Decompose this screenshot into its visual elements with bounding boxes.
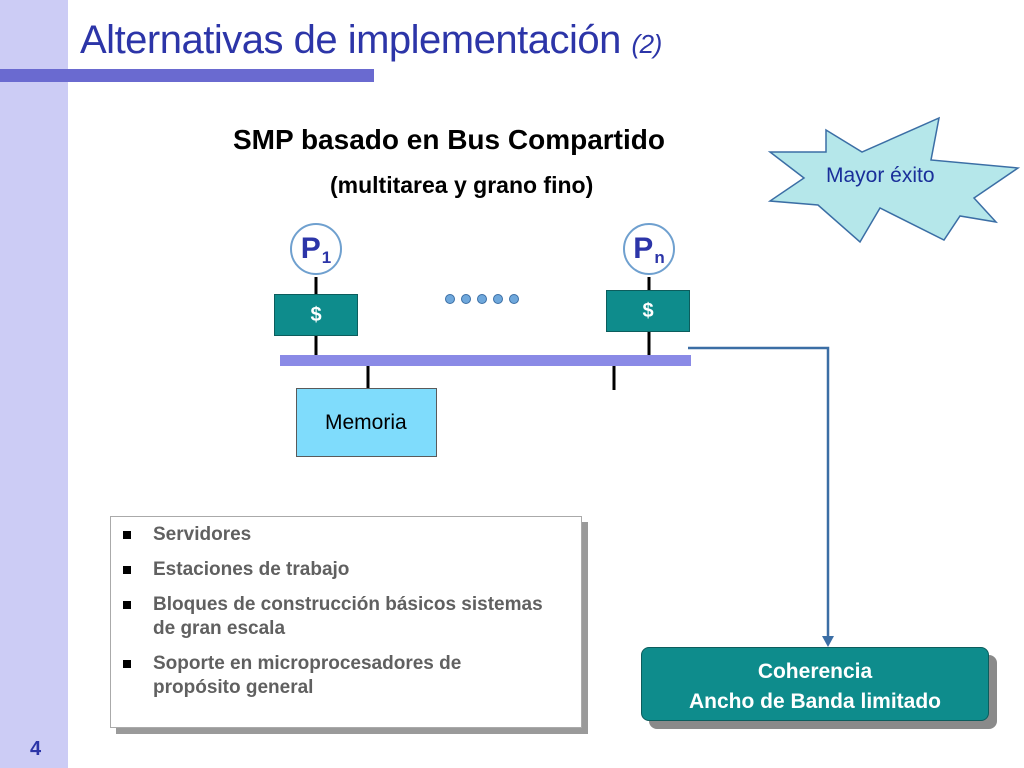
bullet-text: Soporte en microprocesadores de propósit… [153, 653, 462, 698]
ellipsis-dot [461, 294, 471, 304]
result-box: Coherencia Ancho de Banda limitado [641, 647, 989, 721]
bullet-square-icon [123, 601, 131, 609]
bullet-text: Bloques de construcción básicos sistemas… [153, 594, 543, 639]
bullet-item: Bloques de construcción básicos sistemas… [123, 593, 553, 641]
shared-bus [280, 355, 691, 366]
title-underline-bar [0, 69, 374, 82]
bullet-item: Servidores [123, 523, 553, 547]
bullet-text: Estaciones de trabajo [153, 559, 350, 580]
memory-box: Memoria [296, 388, 437, 457]
bus-to-result-arrow [688, 346, 830, 640]
diagram-subheading: (multitarea y grano fino) [330, 172, 594, 198]
callout-star-shape [767, 116, 1021, 244]
bullet-square-icon [123, 660, 131, 668]
result-line-1: Coherencia [757, 660, 873, 683]
bullet-item: Estaciones de trabajo [123, 558, 553, 582]
bullet-item: Soporte en microprocesadores de propósit… [123, 652, 553, 700]
bullet-text: Servidores [153, 524, 252, 545]
cache-1: $ [274, 294, 358, 336]
callout-text: Mayor éxito [826, 164, 935, 187]
ellipsis-dot [477, 294, 487, 304]
slide-title: Alternativas de implementación (2) [80, 18, 662, 63]
bullet-square-icon [123, 566, 131, 574]
page-number: 4 [30, 738, 42, 760]
ellipsis-dot [445, 294, 455, 304]
processor-p1-label: P [300, 232, 321, 265]
slide-title-text: Alternativas de implementación [80, 18, 621, 62]
processor-pn-label: P [633, 232, 654, 265]
ellipsis-dot [509, 294, 519, 304]
slide-title-suffix: (2) [631, 29, 662, 59]
arrowhead-icon [822, 636, 834, 647]
left-sidebar [0, 0, 68, 768]
cache-n: $ [606, 290, 690, 332]
memory-label: Memoria [325, 411, 407, 434]
processor-p1-subscript: 1 [321, 248, 332, 267]
bullets-panel: Servidores Estaciones de trabajo Bloques… [110, 516, 582, 728]
ellipsis-dot [493, 294, 503, 304]
result-line-2: Ancho de Banda limitado [688, 690, 942, 713]
diagram-heading: SMP basado en Bus Compartido [233, 124, 665, 155]
bullet-list: Servidores Estaciones de trabajo Bloques… [123, 523, 553, 711]
bullet-square-icon [123, 531, 131, 539]
processor-pn-subscript: n [654, 248, 665, 267]
